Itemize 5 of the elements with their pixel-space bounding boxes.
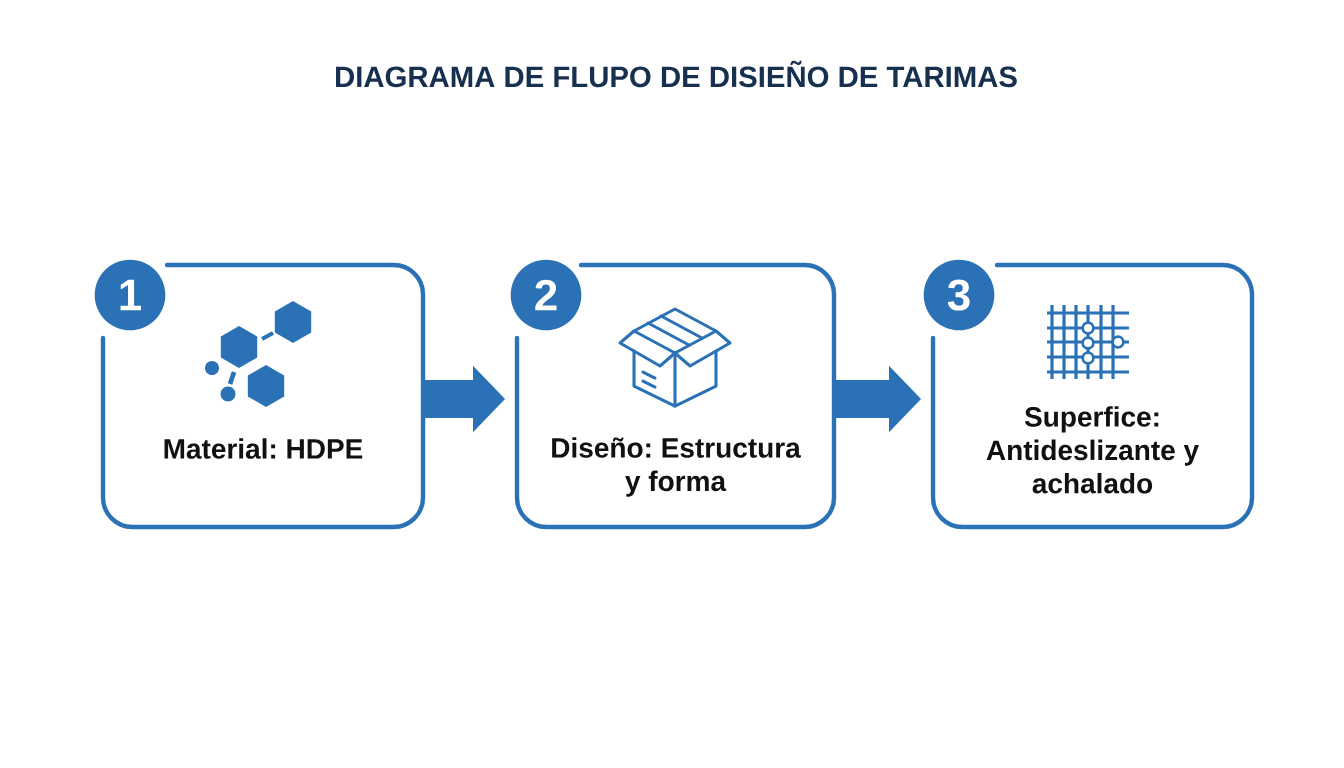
block-arrow bbox=[834, 365, 921, 433]
block-arrow bbox=[423, 365, 505, 433]
step-number-badge: 1 bbox=[94, 259, 166, 331]
diagram-title: DIAGRAMA DE FLUPO DE DISIEÑO DE TARIMAS bbox=[336, 60, 1017, 88]
step-number-badge: 3 bbox=[923, 259, 995, 331]
